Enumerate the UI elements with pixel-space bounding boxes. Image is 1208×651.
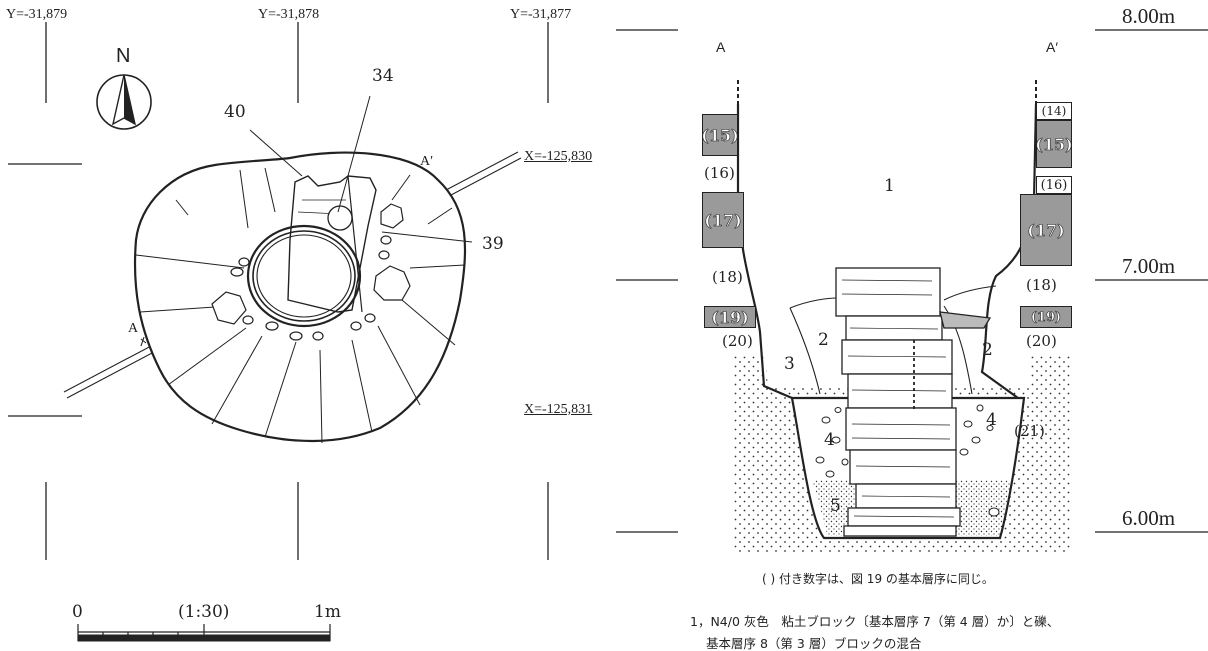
elevation-7m: 7.00m: [1122, 254, 1176, 278]
gravel: [815, 404, 1000, 517]
feature-label-40: 40: [224, 102, 246, 122]
slope-hachures: [135, 167, 466, 444]
section-end-a-prime: A′: [1046, 39, 1058, 55]
left-layer-15: (15): [701, 114, 739, 156]
well-ring: [246, 224, 362, 328]
plank-stack: [835, 267, 992, 537]
left-layer-16: (16): [704, 164, 735, 182]
fill-layer-2-left: 2: [818, 330, 829, 350]
right-layer-20: (20): [1026, 332, 1057, 350]
section-end-a: A: [716, 39, 726, 55]
x-coord-north: X=-125,830: [524, 149, 593, 164]
plan-grid-ticks: [8, 22, 549, 560]
fill-layer-5: 5: [830, 496, 841, 516]
scale-bar-graphic: [77, 624, 331, 642]
y-coord-west: Y=-31,879: [6, 7, 68, 22]
scale-start: 0: [72, 602, 83, 622]
right-layer-15: (15): [1035, 120, 1073, 168]
stones: [211, 203, 411, 341]
elevation-8m: 8.00m: [1122, 4, 1176, 28]
plank-grain: [841, 279, 955, 518]
right-layer-18: (18): [1026, 276, 1057, 294]
right-layer-21: (21): [1014, 422, 1045, 440]
elevation-6m: 6.00m: [1122, 506, 1176, 530]
leader-lines: [249, 95, 473, 243]
right-layer-14: (14): [1036, 102, 1072, 120]
north-label: N: [116, 45, 131, 67]
left-layer-20: (20): [722, 332, 753, 350]
y-coord-east: Y=-31,877: [510, 7, 572, 22]
fill-layer-4-right: 4: [986, 410, 997, 430]
left-layer-17: (17): [702, 192, 744, 248]
fill-layer-4-left: 4: [824, 430, 835, 450]
feature-label-39: 39: [482, 234, 504, 254]
y-coord-middle: Y=-31,878: [258, 7, 320, 22]
fill-layer-1: 1: [884, 176, 895, 196]
x-coord-south: X=-125,831: [524, 402, 593, 417]
feature-label-34: 34: [372, 66, 394, 86]
section-note: ( ) 付き数字は、図 19 の基本層序に同じ。: [762, 572, 994, 586]
legend-line-2: 基本層序 8（第 3 層）ブロックの混合: [706, 636, 922, 651]
right-layer-16: (16): [1036, 176, 1072, 194]
plan-section-label-a: A: [128, 321, 139, 336]
wooden-frame: [287, 175, 377, 313]
right-layer-17: (17): [1020, 194, 1072, 266]
plan-section-label-a-prime: A′: [420, 154, 434, 169]
left-layer-19: (19): [704, 306, 756, 328]
legend-line-1: 1，N4/0 灰色 粘土ブロック〔基本層序 7（第 4 層）か〕と礫、: [690, 614, 1060, 629]
north-arrow-graphic: [96, 74, 152, 130]
fill-layer-3: 3: [784, 354, 795, 374]
wall-top-dashes: [737, 80, 1037, 104]
right-layer-19: (19): [1020, 306, 1072, 328]
left-layer-18: (18): [712, 268, 743, 286]
fill-layer-2-right: 2: [982, 340, 993, 360]
scale-ratio: (1:30): [178, 602, 230, 622]
scale-end: 1m: [314, 602, 341, 622]
elevation-lines: [616, 29, 1208, 533]
